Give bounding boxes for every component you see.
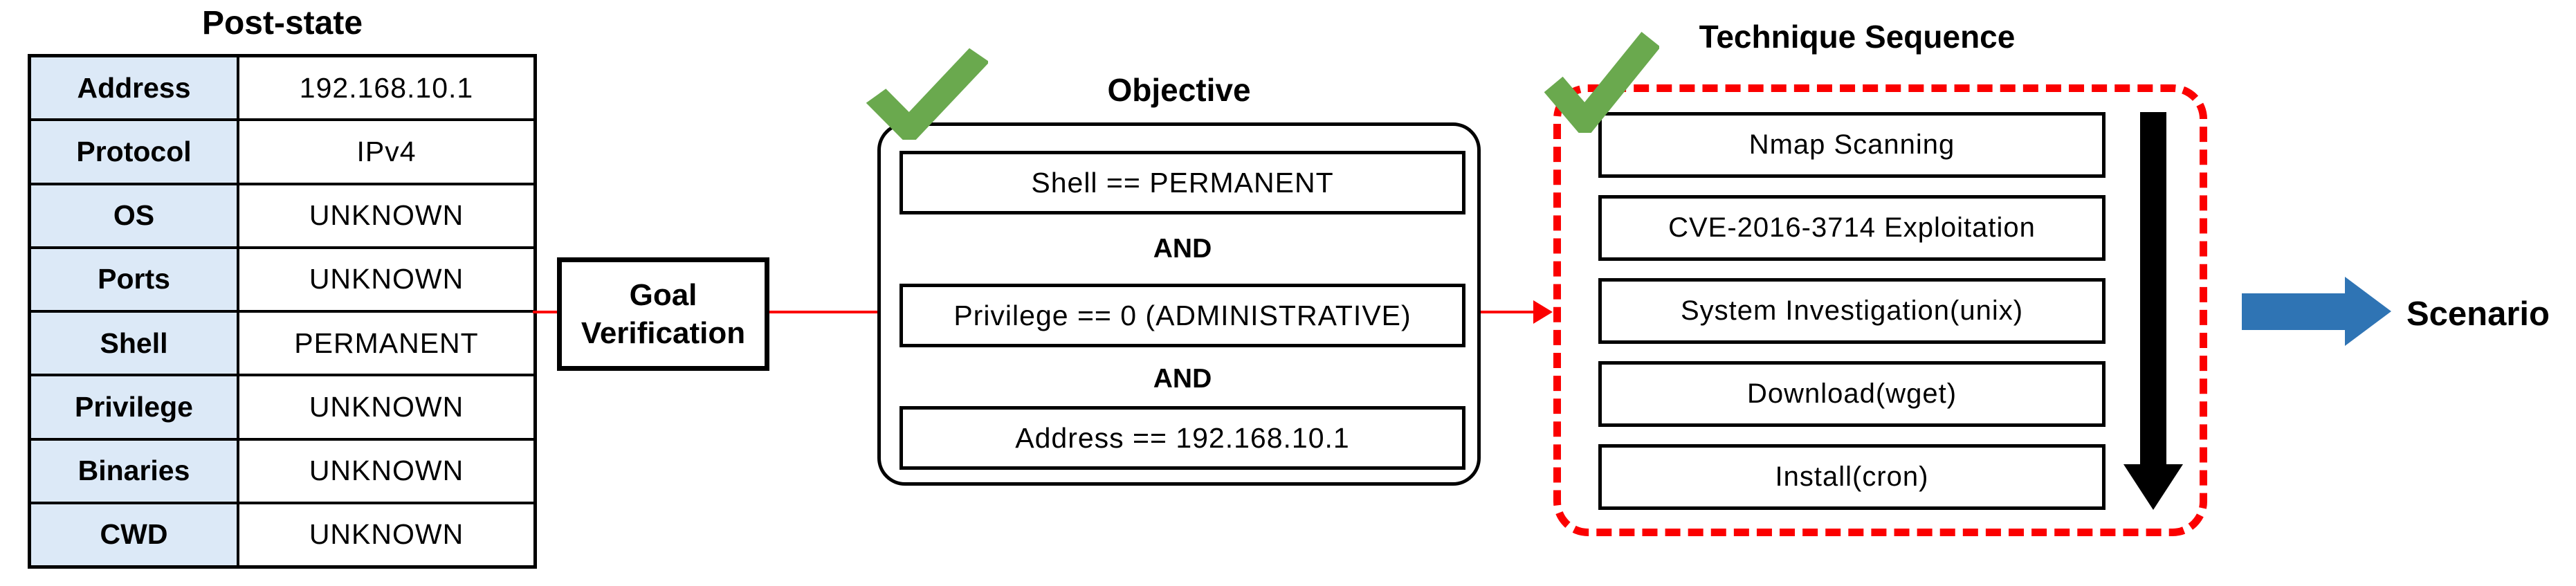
- post-state-row-label: OS: [31, 185, 237, 246]
- technique-sequence-checkmark-icon: [1543, 29, 1659, 133]
- objective-condition: Privilege == 0 (ADMINISTRATIVE): [899, 284, 1465, 347]
- connector-arrowhead-icon: [1533, 300, 1553, 324]
- objective-title: Objective: [1107, 72, 1251, 108]
- objective-and-operator: AND: [1153, 234, 1212, 264]
- objective-condition: Address == 192.168.10.1: [899, 406, 1465, 470]
- technique-sequence-title: Technique Sequence: [1699, 19, 2016, 55]
- post-state-row-value: UNKNOWN: [239, 440, 533, 502]
- post-state-title: Post-state: [201, 5, 363, 42]
- sequence-down-arrow-head: [2123, 464, 2183, 510]
- objective-container: Shell == PERMANENT AND Privilege == 0 (ADM…: [877, 122, 1481, 486]
- post-state-row-value: UNKNOWN: [239, 504, 533, 565]
- post-state-row-label: Binaries: [31, 440, 237, 502]
- post-state-row-value: UNKNOWN: [239, 376, 533, 438]
- technique-step: Download(wget): [1598, 361, 2105, 427]
- technique-step: Install(cron): [1598, 444, 2105, 510]
- post-state-row-label: Address: [31, 57, 237, 119]
- technique-step: Nmap Scanning: [1598, 112, 2105, 178]
- post-state-row-value: UNKNOWN: [239, 248, 533, 310]
- goal-verification-box: Goal Verification: [557, 257, 769, 371]
- post-state-row-value: 192.168.10.1: [239, 57, 533, 119]
- connector-table-to-goal: [533, 311, 559, 313]
- scenario-arrow-head: [2345, 277, 2391, 346]
- post-state-row-label: Privilege: [31, 376, 237, 438]
- scenario-arrow-icon: [2242, 293, 2346, 330]
- post-state-row-value: IPv4: [239, 121, 533, 183]
- connector-objective-to-sequence: [1481, 311, 1535, 313]
- post-state-row-label: CWD: [31, 504, 237, 565]
- objective-checkmark-icon: [865, 46, 988, 140]
- technique-step: System Investigation(unix): [1598, 278, 2105, 344]
- objective-condition: Shell == PERMANENT: [899, 151, 1465, 214]
- objective-and-operator: AND: [1153, 364, 1212, 394]
- post-state-row-label: Shell: [31, 313, 237, 374]
- post-state-row-value: UNKNOWN: [239, 185, 533, 246]
- scenario-label: Scenario: [2406, 295, 2550, 333]
- technique-step: CVE-2016-3714 Exploitation: [1598, 195, 2105, 261]
- connector-goal-to-objective: [769, 311, 877, 313]
- goal-verification-label-line1: Goal: [629, 278, 697, 312]
- post-state-row-value: PERMANENT: [239, 313, 533, 374]
- goal-verification-label-line2: Verification: [581, 316, 746, 350]
- post-state-row-label: Protocol: [31, 121, 237, 183]
- sequence-down-arrow-icon: [2140, 112, 2166, 466]
- post-state-row-label: Ports: [31, 248, 237, 310]
- technique-sequence-dashed-border: [1553, 84, 2207, 536]
